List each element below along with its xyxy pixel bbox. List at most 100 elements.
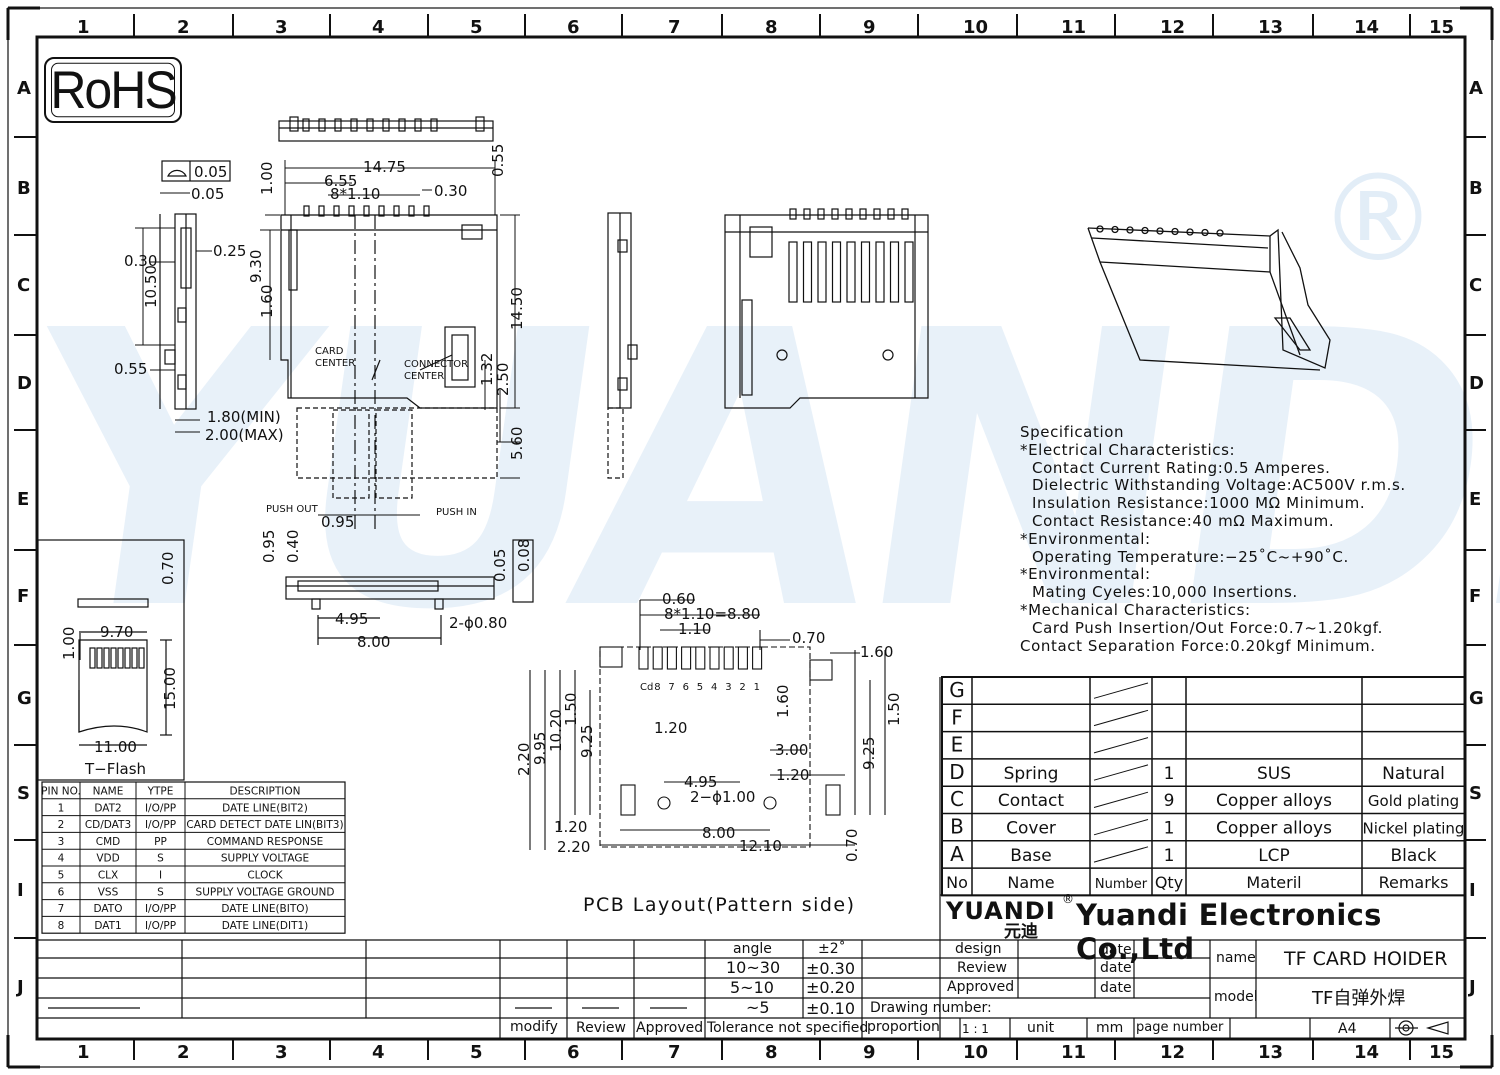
dim-flatness: 0.05 — [194, 163, 227, 181]
row-label-left: S — [17, 783, 30, 804]
bom-number-slash — [1093, 709, 1149, 727]
bom-cell: Nickel plating — [1363, 820, 1465, 838]
contact-slot — [889, 241, 900, 303]
label-date-2: date — [1100, 960, 1132, 976]
bom-cell: 1 — [1164, 846, 1175, 866]
bom-number-slash — [1093, 764, 1149, 781]
tflash-card-drawing — [37, 539, 185, 781]
pin-stub — [414, 118, 422, 132]
label-design: design — [955, 941, 1001, 957]
bom-cell: F — [951, 705, 963, 729]
company-name: Yuandi Electronics Co.,Ltd — [1076, 898, 1382, 966]
spec-line: *Environmental: — [1020, 565, 1151, 584]
dim-pcb-150b: 1.50 — [885, 693, 903, 726]
spec-line: Dielectric Withstanding Voltage:AC500V r… — [1032, 476, 1406, 495]
pcb-pad — [666, 646, 677, 670]
tol-angle: angle — [733, 941, 772, 957]
row-label-right: B — [1469, 178, 1483, 199]
dim-tf-070: 0.70 — [159, 552, 177, 585]
label-date-3: date — [1100, 980, 1132, 996]
bom-cell: 1 — [1164, 819, 1175, 839]
pin-table-cell: S — [157, 886, 164, 898]
dim-pcb-060: 0.60 — [662, 590, 695, 608]
pin-table-cell: DATE LINE(BITO) — [221, 903, 308, 915]
column-label-bottom: 3 — [275, 1042, 288, 1063]
bottom-section-view — [285, 539, 534, 645]
dim-pcb-925: 9.25 — [578, 725, 596, 758]
dim-pcb-8x110: 8*1.10=8.80 — [664, 605, 760, 623]
dim-095: 0.95 — [321, 513, 354, 531]
flatness-callout — [161, 160, 231, 182]
pcb-pin-label: 4 — [711, 682, 717, 693]
bom-number-slash — [1093, 791, 1149, 808]
dim-655: 6.55 — [324, 172, 357, 190]
rear-pin-view — [724, 208, 929, 409]
pin-table-cell: I — [159, 870, 162, 882]
column-label-top: 11 — [1061, 17, 1086, 38]
left-side-view — [159, 213, 197, 410]
pin-table-cell: PP — [154, 836, 167, 848]
dim-2phi080: 2-ϕ0.80 — [449, 614, 507, 632]
dim-095b: 0.95 — [260, 530, 278, 563]
label-modify: modify — [510, 1019, 558, 1035]
pin-stub — [366, 118, 374, 132]
label-review-bottom: Review — [576, 1020, 626, 1036]
dim-800: 8.00 — [357, 633, 390, 651]
tol-range-2: 5~10 — [730, 978, 774, 997]
pin-table-header: YTPE — [147, 786, 174, 798]
column-label-top: 10 — [963, 17, 988, 38]
value-model: TF自弹外焊 — [1311, 988, 1405, 1009]
bom-cell: Black — [1391, 846, 1437, 866]
main-plan-view — [280, 205, 498, 530]
top-view-strip — [278, 116, 494, 142]
row-label-left: F — [17, 586, 29, 607]
label-unit: unit — [1027, 1020, 1055, 1036]
column-label-top: 8 — [765, 17, 778, 38]
pcb-layout-title: PCB Layout(Pattern side) — [583, 894, 856, 916]
tol-range-2-value: ±0.20 — [806, 978, 855, 997]
pin-table-cell: CMD — [96, 836, 120, 848]
pin-table-cell: COMMAND RESPONSE — [207, 836, 324, 848]
pin-stub — [382, 118, 390, 132]
pin-stub — [1111, 225, 1119, 234]
dim-pcb-070b: 0.70 — [843, 829, 861, 862]
pin-stub — [348, 205, 355, 217]
column-label-top: 5 — [470, 17, 483, 38]
tf-contact-pad — [124, 647, 131, 669]
pin-table-cell: I/O/PP — [145, 903, 176, 915]
contact-slot — [904, 241, 914, 303]
pcb-pin-label: 5 — [697, 682, 703, 693]
bom-cell: Cover — [1006, 819, 1056, 839]
dim-025: 0.25 — [213, 242, 246, 260]
dim-005b: 0.05 — [491, 549, 509, 582]
pin-stub — [1126, 226, 1134, 234]
dim-tf-1100: 11.00 — [94, 738, 137, 756]
pcb-pin-label: 8 — [654, 682, 660, 693]
pin-table-cell: CLOCK — [247, 870, 283, 882]
pin-table-cell: CLX — [98, 870, 118, 882]
bom-cell: Gold plating — [1368, 792, 1459, 810]
pcb-pad — [638, 646, 649, 670]
spec-line: *Environmental: — [1020, 529, 1151, 548]
spec-line: Contact Separation Force:0.20kgf Minimum… — [1020, 636, 1376, 655]
spec-line: Mating Cyeles:10,000 Insertions. — [1032, 583, 1298, 602]
watermark-registered-mark: ® — [1318, 150, 1438, 289]
bom-number-slash — [1093, 682, 1149, 699]
row-label-left: I — [17, 880, 24, 901]
row-label-right: C — [1469, 275, 1482, 296]
column-label-bottom: 15 — [1429, 1042, 1454, 1063]
contact-slot — [875, 241, 885, 303]
spec-line: Contact Current Rating:0.5 Amperes. — [1032, 458, 1331, 477]
tol-angle-value: ±2˚ — [818, 940, 846, 957]
dim-250: 2.50 — [494, 363, 512, 396]
bom-cell: B — [950, 815, 964, 839]
tol-range-1: 10~30 — [726, 958, 780, 977]
column-label-bottom: 7 — [668, 1042, 681, 1063]
tf-contact-pad — [117, 647, 124, 669]
dim-pcb-220: 2.20 — [515, 743, 533, 776]
dim-pcb-2phi100: 2−ϕ1.00 — [690, 788, 755, 806]
dim-930: 9.30 — [247, 250, 265, 283]
column-label-top: 14 — [1354, 17, 1379, 38]
bom-number-slash — [1093, 819, 1149, 836]
